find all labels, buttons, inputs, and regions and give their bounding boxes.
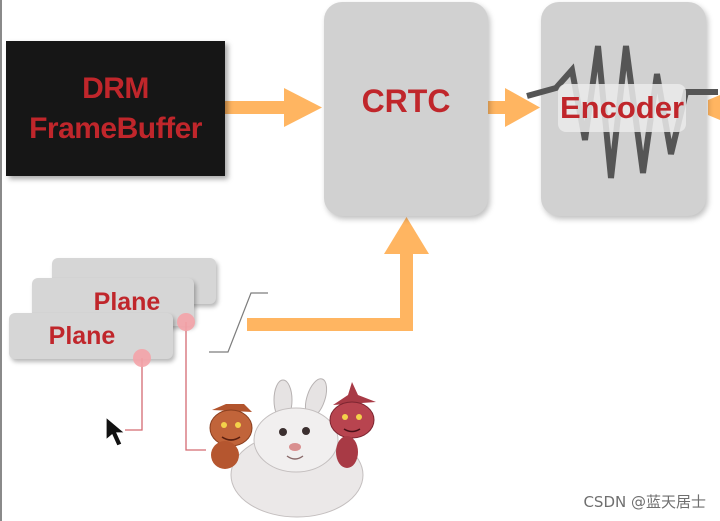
plane-label-back: Plane [93, 287, 161, 316]
bunny-illustration [206, 378, 382, 518]
drm-framebuffer-label: DRM FrameBuffer [29, 69, 202, 149]
arrow-framebuffer-to-crtc [224, 88, 322, 127]
arrow-encoder-out [708, 95, 720, 120]
marker-line-back [185, 322, 206, 451]
drm-label-line2: FrameBuffer [29, 111, 202, 145]
plane-label-front: Plane [48, 321, 116, 350]
left-border-line [0, 0, 2, 521]
arrow-plane-to-crtc [247, 217, 429, 331]
watermark-text: CSDN @蓝天居士 [583, 493, 706, 511]
marker-dot-back [177, 313, 195, 331]
marker-dot-front [133, 349, 151, 367]
crtc-box: CRTC [324, 2, 488, 216]
marker-line-front [125, 358, 143, 431]
crtc-label: CRTC [361, 82, 451, 119]
encoder-label: Encoder [558, 84, 686, 132]
drm-framebuffer-box: DRM FrameBuffer [6, 41, 225, 176]
arrow-crtc-to-encoder [487, 88, 540, 127]
drm-label-line1: DRM [82, 71, 149, 105]
bracket-line [209, 292, 268, 353]
mouse-pointer-icon [105, 415, 127, 447]
